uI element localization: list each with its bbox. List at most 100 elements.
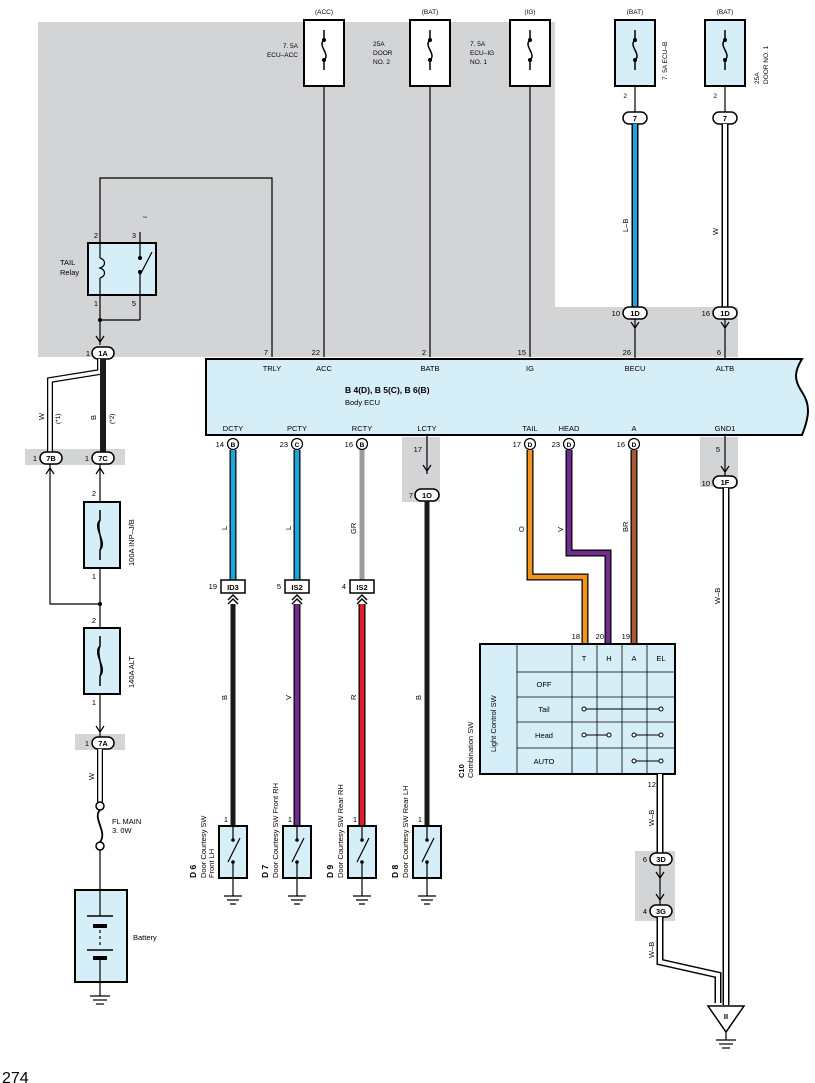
door-switch-rear-rh: 1 D 9 Door Courtesy SW Rear RH (325, 784, 377, 905)
svg-text:V: V (284, 695, 293, 700)
svg-text:16: 16 (617, 440, 625, 449)
svg-text:R: R (349, 694, 358, 700)
svg-text:6: 6 (643, 855, 647, 864)
battery: Battery (74, 889, 157, 1005)
svg-text:1: 1 (353, 815, 357, 824)
fuse-door-no1: (BAT) 25A DOOR NO. 1 2 7 (704, 9, 770, 125)
svg-text:RCTY: RCTY (352, 424, 372, 433)
door-switch-front-rh: 1 D 7 Door Courtesy SW Front RH (260, 783, 312, 905)
fuse-source: (BAT) (422, 9, 439, 16)
svg-text:100A INP–J/B: 100A INP–J/B (127, 519, 136, 566)
svg-text:B: B (414, 695, 423, 700)
svg-text:H: H (606, 654, 611, 663)
svg-text:C: C (295, 442, 300, 449)
fuse-rating: 7. 5A (283, 43, 299, 50)
svg-text:W–B: W–B (647, 942, 656, 958)
svg-text:2: 2 (92, 616, 96, 625)
svg-text:HEAD: HEAD (559, 424, 580, 433)
svg-text:17: 17 (513, 440, 521, 449)
svg-text:D: D (528, 442, 533, 449)
svg-text:V: V (556, 527, 565, 532)
svg-text:Door Courtesy SW: Door Courtesy SW (199, 815, 208, 878)
svg-text:6: 6 (717, 348, 721, 357)
body-ecu: B 4(D), B 5(C), B 6(B) Body ECU 7 TRLY 2… (205, 348, 809, 436)
svg-text:IS2: IS2 (291, 583, 302, 592)
svg-text:C10: C10 (457, 764, 466, 778)
ecu-pin-gnd1: 5 (716, 435, 730, 476)
connector-id3: 19 ID3 (209, 579, 246, 605)
connector-1d-becu: 10 1D (612, 306, 648, 360)
svg-text:140A ALT: 140A ALT (127, 656, 136, 688)
wire-label: W (711, 227, 720, 235)
connector-is2-rear: 4 IS2 (342, 579, 375, 605)
svg-text:O: O (517, 526, 526, 532)
svg-text:Door Courtesy SW Front RH: Door Courtesy SW Front RH (271, 783, 280, 878)
svg-text:L: L (284, 526, 293, 530)
svg-text:L: L (220, 526, 229, 530)
svg-text:10: 10 (702, 479, 710, 488)
fuse-ecu-b: (BAT) 7. 5A ECU–B 2 7 (614, 9, 669, 125)
connector-id: 7 (723, 114, 727, 123)
fuse-name: DOOR (373, 50, 393, 57)
svg-text:ALTB: ALTB (716, 364, 734, 373)
svg-text:(*2): (*2) (109, 414, 116, 424)
fuse-rating: 7. 5A (470, 41, 486, 48)
svg-text:1D: 1D (720, 309, 730, 318)
svg-text:D 9: D 9 (325, 865, 335, 879)
svg-text:Head: Head (535, 731, 553, 740)
ground-ii: II (706, 1005, 746, 1049)
svg-text:1: 1 (85, 454, 89, 463)
svg-text:(*1): (*1) (55, 414, 62, 424)
svg-text:1: 1 (92, 698, 96, 707)
ecu-pin-dcty: 14 B (216, 437, 240, 451)
svg-text:1: 1 (288, 815, 292, 824)
connector-id: 7 (633, 114, 637, 123)
svg-text:19: 19 (622, 632, 630, 641)
fuse-acc: (ACC) 7. 5A ECU–ACC (267, 9, 345, 87)
tail-relay: 2 3 1 5 ~ TAIL Relay (60, 177, 273, 357)
svg-text:2: 2 (92, 489, 96, 498)
fl-main-fusible-link: FL MAIN 3. 0W (95, 801, 141, 851)
svg-text:7B: 7B (46, 454, 56, 463)
ecu-pin-pcty: 23 C (280, 437, 304, 451)
svg-text:18: 18 (572, 632, 580, 641)
page-number: 274 (2, 1070, 29, 1083)
svg-text:B: B (360, 442, 365, 449)
svg-text:Combination SW: Combination SW (466, 721, 475, 778)
svg-text:EL: EL (656, 654, 665, 663)
ecu-pin-lcty: 17 (414, 435, 432, 474)
svg-text:1: 1 (33, 454, 37, 463)
svg-text:12: 12 (648, 780, 656, 789)
fuse-pin: 2 (713, 93, 717, 100)
svg-text:T: T (582, 654, 587, 663)
svg-text:3D: 3D (656, 855, 666, 864)
svg-text:1F: 1F (721, 478, 730, 487)
svg-text:7: 7 (264, 348, 268, 357)
fuse-name2: NO. 2 (373, 59, 390, 66)
combination-switch: 18 20 19 T H A EL OFF Tail Head AUTO C10… (457, 632, 676, 789)
svg-text:Relay: Relay (60, 268, 79, 277)
svg-text:Light Control SW: Light Control SW (489, 694, 498, 752)
fuse-pin: 2 (623, 93, 627, 100)
svg-text:Tail: Tail (538, 705, 550, 714)
fuse-source: (BAT) (717, 9, 734, 16)
connector-7b: 1 7B (33, 451, 63, 465)
svg-text:4: 4 (643, 907, 647, 916)
svg-text:14: 14 (216, 440, 224, 449)
svg-text:4: 4 (342, 582, 346, 591)
fuse-name: DOOR NO. 1 (763, 45, 770, 84)
fuse-100a: 2 100A INP–J/B 1 (83, 489, 136, 581)
svg-text:PCTY: PCTY (287, 424, 307, 433)
svg-text:AUTO: AUTO (534, 757, 555, 766)
fuse-name: ECU–ACC (267, 52, 298, 59)
svg-text:7A: 7A (98, 739, 108, 748)
svg-text:5: 5 (716, 445, 720, 454)
svg-text:D: D (567, 442, 572, 449)
connector-1d-altb: 16 1D (702, 306, 738, 360)
svg-text:A: A (631, 654, 636, 663)
svg-text:2: 2 (94, 231, 98, 240)
svg-text:W: W (87, 772, 96, 780)
svg-text:1: 1 (224, 815, 228, 824)
svg-text:1O: 1O (422, 491, 432, 500)
svg-text:IG: IG (526, 364, 534, 373)
